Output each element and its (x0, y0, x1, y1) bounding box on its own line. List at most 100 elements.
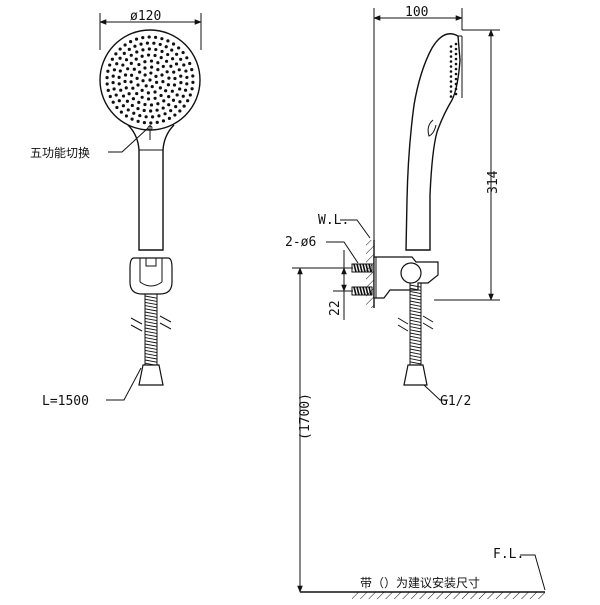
nozzle-dot (190, 87, 194, 91)
hose-coil (409, 303, 422, 307)
hose-coil (144, 343, 158, 347)
nozzle-dot (123, 73, 128, 77)
nozzle-dot (454, 72, 458, 76)
nozzle-dot (169, 109, 173, 113)
nozzle-dot (121, 94, 126, 98)
nozzle-dot (157, 114, 161, 118)
nozzle-dot (147, 47, 151, 51)
nozzle-dot (164, 89, 168, 93)
nozzle-dot (130, 117, 134, 121)
nozzle-dot (172, 70, 176, 74)
nozzle-dot (150, 115, 155, 119)
nozzle-dot (184, 69, 188, 73)
nozzle-dot (449, 90, 453, 93)
nozzle-dot (140, 54, 144, 58)
nozzle-dot (173, 113, 177, 117)
nozzle-dot (110, 57, 114, 61)
nozzle-dot (106, 69, 110, 73)
hose-coil (144, 327, 158, 331)
nozzle-dot (142, 121, 147, 125)
nozzle-dot (449, 75, 453, 78)
nozzle-dot (185, 82, 189, 86)
nozzle-dot (139, 42, 143, 46)
nozzle-dot (182, 63, 186, 67)
hose-coil (409, 354, 422, 359)
nozzle-dot (179, 74, 183, 78)
nozzle-dot (191, 74, 195, 78)
nozzle-dot (152, 41, 156, 45)
nozzle-dot (449, 95, 453, 98)
nozzle-dot (188, 93, 192, 97)
hose-coil (409, 297, 422, 301)
nozzle-dot (132, 111, 136, 115)
function-switch-label: 五功能切换 (30, 146, 90, 160)
nozzle-dot (170, 48, 174, 52)
hose-coil (144, 333, 158, 338)
anchor-label: 2-ø6 (285, 235, 316, 250)
nozzle-dot (143, 66, 147, 70)
nozzle-dot (142, 108, 146, 113)
screw-thread (353, 286, 357, 296)
nozzle-dot (149, 71, 153, 75)
hose-length-callout: L=1500 (42, 367, 142, 409)
nozzle-dot (186, 99, 190, 103)
nozzle-dot (177, 68, 181, 72)
nozzle-dot (146, 53, 151, 57)
hose-coil (409, 342, 422, 346)
nozzle-dot (141, 48, 145, 52)
nozzle-dot (118, 56, 122, 60)
nozzle-dot (148, 78, 152, 82)
screw-thread (356, 263, 360, 273)
nozzle-dot (114, 52, 118, 56)
nozzle-dot (454, 52, 458, 56)
nozzle-dot (454, 77, 458, 81)
side-view: 100 314 W.L. (285, 5, 546, 599)
nozzle-dot (454, 47, 458, 51)
screw-thread (362, 286, 366, 296)
nozzle-dot (161, 106, 165, 110)
hose-coil (409, 338, 422, 343)
nozzle-dot (119, 88, 123, 92)
nozzle-dot (161, 64, 165, 69)
hose-coil (144, 314, 158, 318)
nozzle-dot (117, 99, 121, 103)
screw-thread (353, 263, 357, 273)
hose-coil (144, 311, 158, 315)
hose-front (130, 294, 172, 386)
installation-note: 带（）为建议安装尺寸 (360, 575, 480, 590)
nozzle-dot (191, 80, 195, 84)
wall-bracket-side (373, 256, 439, 299)
nozzle-dot (172, 83, 177, 87)
nozzle-dot (153, 35, 158, 39)
hose-coil (144, 301, 158, 306)
nozzle-pattern (105, 35, 195, 125)
nozzle-dot (112, 68, 117, 72)
nozzle-dot (137, 62, 141, 67)
nozzle-dot (105, 76, 109, 80)
wall-anchors: 2-ø6 (285, 235, 373, 296)
bracket-gap-label: 22 (328, 300, 343, 316)
depth-dimension: 100 (373, 5, 463, 240)
bracket-gap-dimension: 22 (328, 250, 353, 320)
hose-coil (144, 349, 158, 354)
nozzle-dot (454, 57, 458, 61)
nozzle-dot (129, 80, 133, 84)
nozzle-dot (181, 50, 185, 55)
nozzle-dot (136, 106, 140, 111)
nozzle-dot (133, 44, 137, 48)
nozzle-dot (143, 73, 147, 77)
nozzle-dot (126, 67, 130, 71)
nozzle-dot (179, 80, 183, 85)
hose-coil (409, 300, 422, 304)
nozzle-dot (167, 116, 171, 120)
nozzle-dot (153, 96, 157, 100)
nozzle-dot (149, 121, 153, 125)
nozzle-dot (158, 42, 162, 47)
nozzle-dot (449, 65, 453, 68)
screw-thread (359, 286, 363, 296)
screw-thread (356, 286, 360, 296)
nozzle-dot (449, 50, 453, 53)
nozzle-dot (129, 61, 133, 65)
nozzle-dot (129, 53, 133, 57)
wall-section: W.L. (318, 213, 375, 308)
